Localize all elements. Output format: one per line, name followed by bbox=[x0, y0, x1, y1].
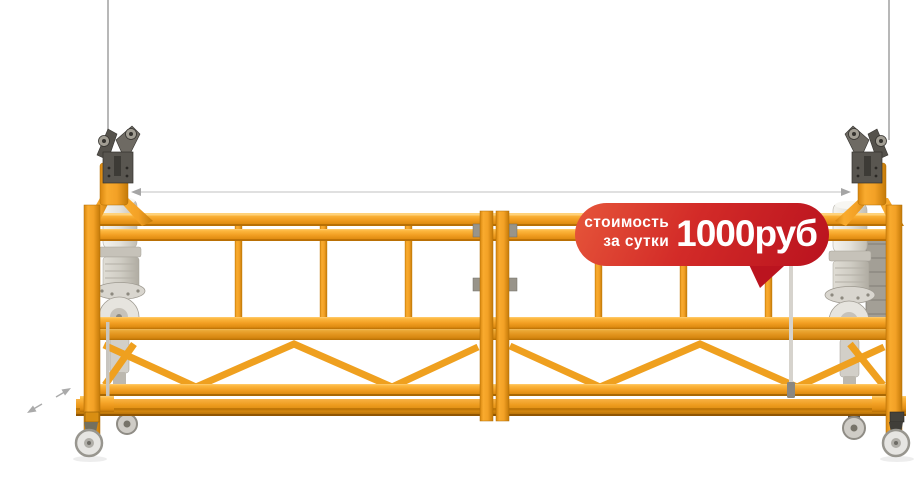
suspension-cable-left bbox=[107, 0, 114, 143]
safety-rope-right bbox=[787, 246, 795, 398]
truss-diagonals-right bbox=[508, 340, 886, 391]
caster-left-outer bbox=[73, 411, 107, 462]
dimension-line bbox=[131, 188, 851, 196]
truss-diagonals-left bbox=[102, 340, 480, 391]
junction-posts bbox=[472, 210, 518, 422]
price-badge-label: стоимость за сутки bbox=[584, 214, 669, 252]
price-badge-amount: 1000руб bbox=[676, 213, 818, 254]
dimension-arrow-left-icon bbox=[131, 188, 141, 196]
price-badge: стоимость за сутки 1000руб bbox=[575, 203, 829, 266]
dimension-arrow-right-icon bbox=[841, 188, 851, 196]
cable-grip-left bbox=[96, 125, 141, 184]
truss-top-chord bbox=[94, 329, 894, 340]
truss-bottom-chord bbox=[94, 384, 894, 396]
safety-rope-left bbox=[106, 322, 110, 408]
price-badge-label-line1: стоимость bbox=[584, 214, 670, 232]
depth-arrows-icon bbox=[27, 388, 71, 413]
price-badge-label-line2: за сутки bbox=[603, 233, 670, 250]
cable-grip-right bbox=[844, 125, 889, 184]
guardrail-mid bbox=[94, 317, 894, 329]
caster-right-outer bbox=[880, 411, 914, 462]
